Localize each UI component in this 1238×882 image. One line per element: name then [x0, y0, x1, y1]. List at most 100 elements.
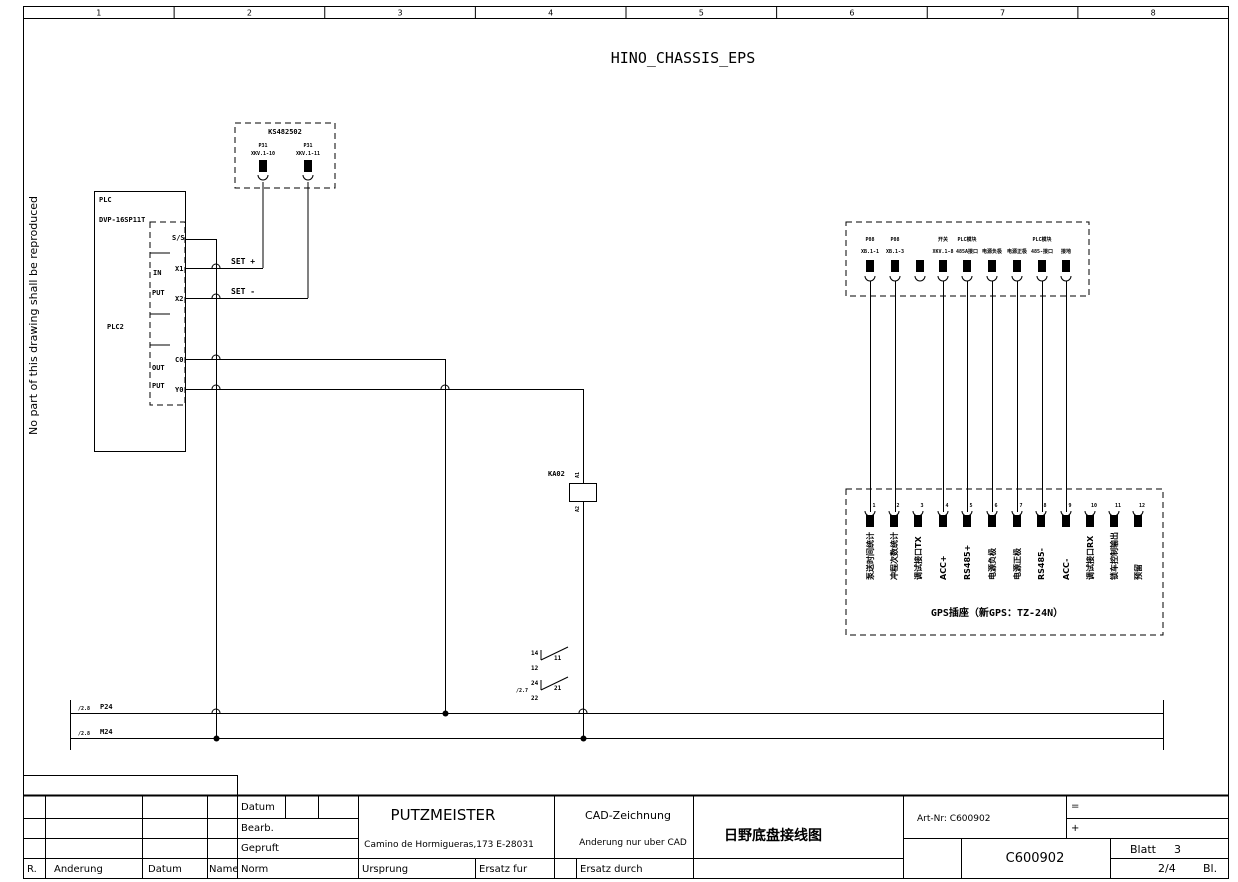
gps-pin-label: ACC+: [939, 555, 948, 580]
gps-pin-label: 调试接口RX: [1085, 535, 1095, 580]
tb-drawing-name: 日野底盘接线图: [724, 827, 822, 844]
gps-pin-body: [1086, 515, 1094, 527]
top-pin-socket: [961, 275, 973, 282]
grid-column-header: [173, 6, 1079, 18]
contact2-right: 21: [554, 685, 562, 692]
relay-a2: A2: [575, 506, 581, 512]
gps-pin-body: [890, 515, 898, 527]
signal-set-plus: SET +: [231, 257, 255, 266]
gps-pin-number: 7: [1019, 503, 1022, 509]
tb-ersatz-durch: Ersatz durch: [580, 864, 643, 875]
gps-pin-label: 电源正极: [1012, 548, 1022, 580]
ks-pin2-label: P31: [303, 143, 312, 149]
top-pin-socket: [986, 275, 998, 282]
gps-pin-number: 3: [920, 503, 923, 509]
gps-pin-body: [1037, 515, 1045, 527]
tb-cad: CAD-Zeichnung: [585, 809, 671, 822]
tb-r: R.: [27, 864, 37, 875]
top-pin-socket: [1060, 275, 1072, 282]
gps-pin-number: 5: [969, 503, 972, 509]
tb-cad-note: Anderung nur uber CAD: [579, 838, 687, 848]
grid-column-label: 8: [1151, 9, 1156, 18]
top-pin-body: [963, 260, 971, 272]
tb-datum: Datum: [241, 802, 275, 813]
top-pin-body: [939, 260, 947, 272]
tb-name: Name: [209, 864, 239, 875]
gps-socket-block: 1泵送时间统计2冲程次数统计3调试接口TX4ACC+5RS485+6电源负极7电…: [845, 488, 1164, 636]
gps-pin-number: 8: [1043, 503, 1046, 509]
top-pin-body: [1013, 260, 1021, 272]
plc-terminal-y0: Y0: [175, 386, 183, 394]
top-pin-ref: 485A接口: [956, 248, 978, 255]
top-pin-ref: XKV.1-8: [932, 249, 953, 255]
top-pin-socket: [864, 275, 876, 282]
ks-pin2-ref: XKV.1-11: [296, 151, 320, 157]
top-pin-body: [891, 260, 899, 272]
relay-name: KA02: [548, 470, 565, 478]
gps-pin-label: RS485+: [963, 545, 972, 580]
side-note: No part of this drawing shall be reprodu…: [27, 196, 40, 435]
plc-name: PLC2: [107, 323, 124, 331]
top-pin-socket: [1011, 275, 1023, 282]
plc-in-label: IN: [153, 269, 161, 277]
gps-pin-body: [939, 515, 947, 527]
tb-address: Camino de Hormigueras,173 E-28031: [364, 840, 534, 850]
plc-in-put: PUT: [152, 289, 165, 297]
relay-ka02: KA02 A1 A2: [548, 470, 597, 512]
wiring: [70, 182, 1164, 750]
wire-crossings: [211, 263, 588, 714]
grid-column-label: 4: [548, 9, 553, 18]
tb-bl: Bl.: [1203, 862, 1217, 875]
contact2-bottom: 22: [531, 695, 539, 702]
gps-wires: [870, 281, 1067, 512]
tb-ersatz-fur: Ersatz fur: [479, 864, 528, 875]
tb-anderung: Anderung: [54, 864, 103, 875]
signal-set-minus: SET -: [231, 287, 255, 296]
rail-p24-ref: /2.8: [78, 706, 90, 712]
gps-title: GPS插座（新GPS：TZ-24N）: [931, 606, 1063, 619]
plc-title: PLC: [99, 196, 112, 204]
plc-out-put: PUT: [152, 382, 165, 390]
top-pin-ref: XB.1-3: [886, 249, 904, 255]
top-pin-body: [1062, 260, 1070, 272]
tb-plus: +: [1071, 823, 1079, 834]
gps-pin-body: [988, 515, 996, 527]
tb-sheet: 2/4: [1158, 862, 1176, 875]
tb-doc-no: C600902: [1006, 851, 1065, 866]
top-pin-ref: XB.1-1: [861, 249, 879, 255]
gps-pin-label: 锁车控制输出: [1109, 532, 1119, 580]
top-pin-socket: [1036, 275, 1048, 282]
tb-eq: =: [1071, 801, 1079, 812]
gps-pin-number: 6: [994, 503, 997, 509]
plc-block: PLC DVP-16SP11T PLC2 IN PUT OUT PUT S/S …: [94, 191, 186, 452]
gps-pin-label: 泵送时间统计: [865, 532, 875, 580]
contact1-bottom: 12: [531, 665, 539, 672]
gps-pin-label: 电源负极: [987, 548, 997, 580]
gps-pin-body: [914, 515, 922, 527]
gps-pin-number: 4: [945, 503, 948, 509]
contact1-top: 14: [531, 650, 539, 657]
drawing-frame: [23, 6, 1229, 879]
grid-column-label: 5: [699, 9, 704, 18]
tb-datum2: Datum: [148, 864, 182, 875]
plc-terminal-ss: S/S: [172, 234, 185, 242]
rail-p24-name: P24: [100, 703, 113, 711]
grid-column-label: 3: [398, 9, 403, 18]
top-pin-socket: [937, 275, 949, 282]
gps-pin-label: 预留: [1133, 564, 1143, 580]
plc-terminal-c0: C0: [175, 356, 183, 364]
gps-pin-label: ACC-: [1062, 559, 1071, 580]
ks-pin1-ref: XKV.1-10: [251, 151, 275, 157]
top-pin-label: PLC模块: [1032, 236, 1052, 243]
grid-column-label: 1: [96, 9, 101, 18]
rail-m24-ref: /2.8: [78, 731, 90, 737]
gps-pin-number: 12: [1139, 503, 1145, 509]
ks-pin1-label: P31: [258, 143, 267, 149]
tb-bearb: Bearb.: [241, 823, 274, 834]
gps-pin-body: [1062, 515, 1070, 527]
contact2-ref: /2.7: [516, 688, 528, 694]
relay-a1: A1: [575, 472, 581, 478]
gps-pin-body: [866, 515, 874, 527]
plc-terminal-x1: X1: [175, 265, 183, 273]
